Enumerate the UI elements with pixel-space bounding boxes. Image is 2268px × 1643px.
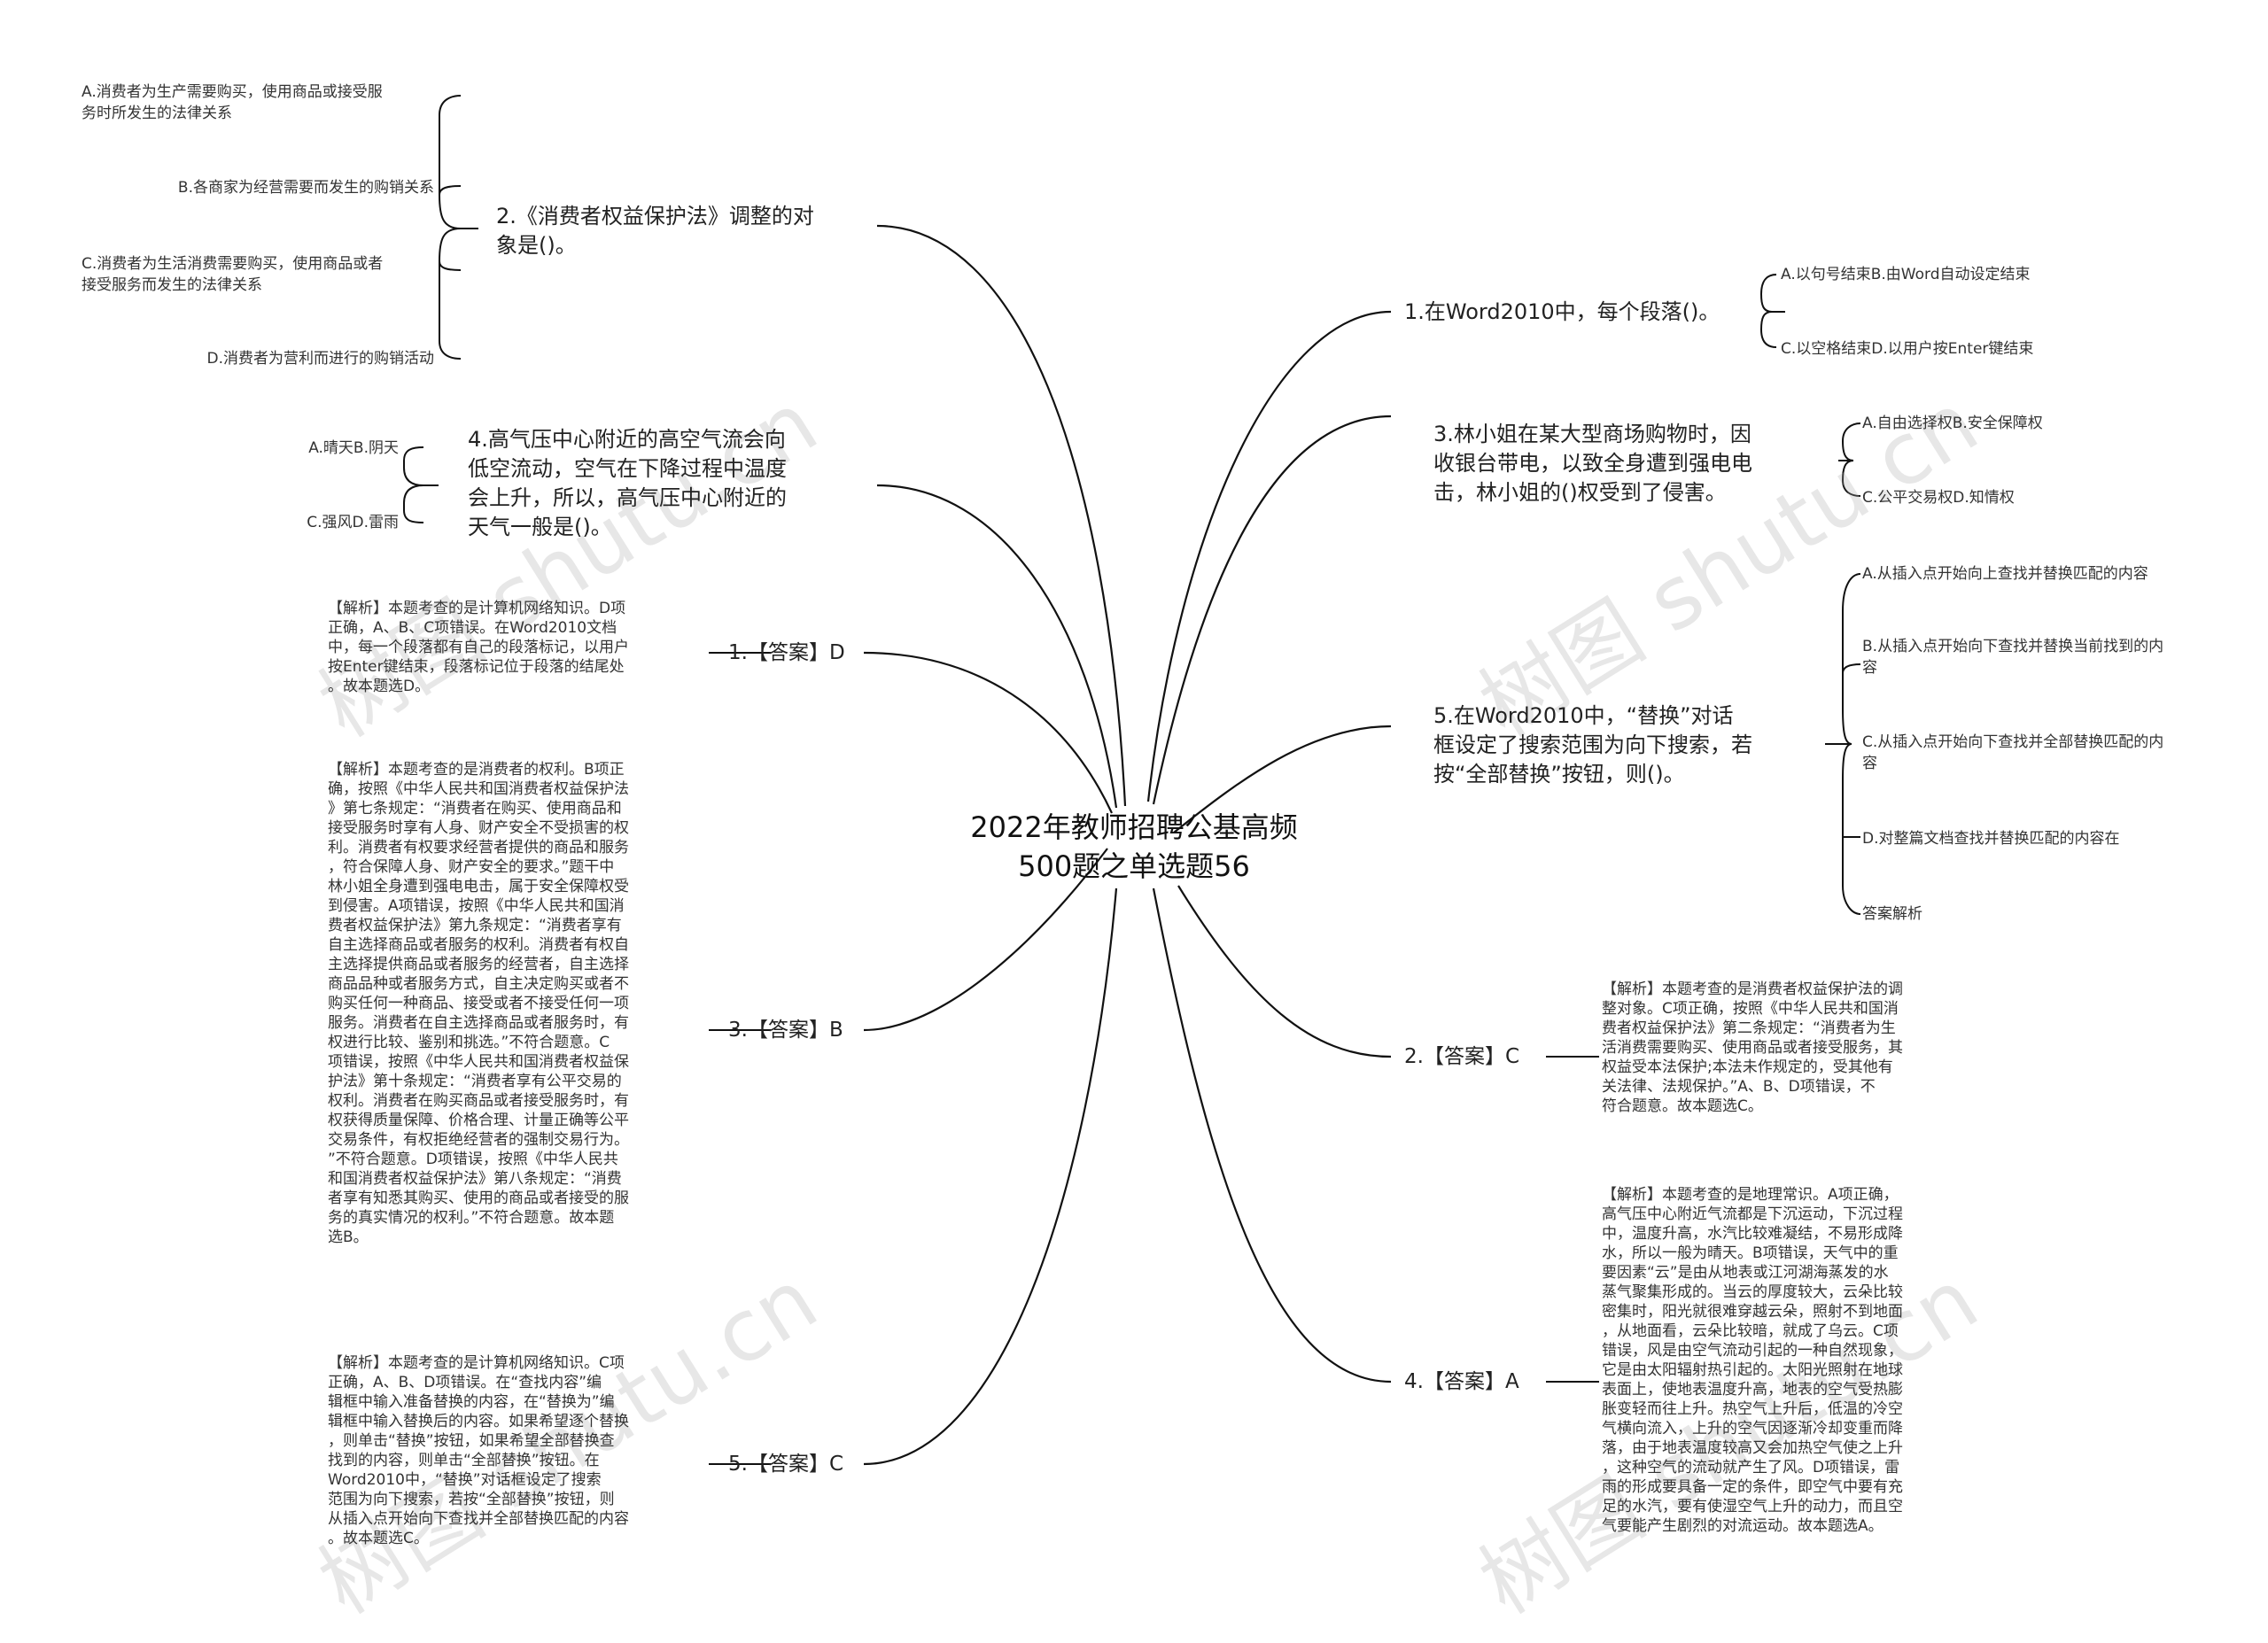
question-1[interactable]: 1.在Word2010中，每个段落()。 — [1404, 299, 1720, 324]
answer-4-explanation: 【解析】本题考查的是地理常识。A项正确， 高气压中心附近气流都是下沉运动，下沉过… — [1602, 1186, 1903, 1535]
q1-option-ab[interactable]: A.以句号结束B.由Word自动设定结束 — [1781, 266, 2031, 283]
q2-option-a[interactable]: A.消费者为生产需要购买，使用商品或接受服 务时所发生的法律关系 — [82, 83, 383, 122]
answer-2-explanation: 【解析】本题考查的是消费者权益保护法的调 整对象。C项正确，按照《中华人民共和国… — [1602, 980, 1903, 1115]
connector-q2 — [876, 224, 1127, 807]
q1-option-cd[interactable]: C.以空格结束D.以用户按Enter键结束 — [1781, 340, 2034, 358]
q5-option-b[interactable]: B.从插入点开始向下查找并替换当前找到的内 容 — [1862, 638, 2164, 677]
q4-option-cd[interactable]: C.强风D.雷雨 — [307, 514, 399, 531]
question-2[interactable]: 2.《消费者权益保护法》调整的对 象是()。 — [496, 204, 814, 258]
answer-5-explanation: 【解析】本题考查的是计算机网络知识。C项 正确，A、B、D项错误。在“查找内容”… — [328, 1354, 629, 1547]
answer-5[interactable]: 5.【答案】C — [728, 1453, 844, 1476]
q5-option-a[interactable]: A.从插入点开始向上查找并替换匹配的内容 — [1862, 565, 2148, 583]
answer-4[interactable]: 4.【答案】A — [1404, 1370, 1519, 1393]
question-3[interactable]: 3.林小姐在某大型商场购物时，因 收银台带电，以致全身遭到强电电 击，林小姐的(… — [1433, 422, 1752, 505]
bracket-q2 — [439, 95, 478, 360]
answer-1-explanation: 【解析】本题考查的是计算机网络知识。D项 正确，A、B、C项错误。在Word20… — [328, 600, 629, 695]
connector-a2 — [1177, 885, 1392, 1058]
q3-option-ab[interactable]: A.自由选择权B.安全保障权 — [1862, 415, 2043, 432]
bracket-q4 — [403, 446, 439, 523]
connector-q1 — [1146, 310, 1392, 802]
q4-option-ab[interactable]: A.晴天B.阴天 — [308, 439, 399, 457]
connector-q4 — [876, 484, 1118, 809]
answer-2[interactable]: 2.【答案】C — [1404, 1045, 1520, 1068]
connector-a4 — [1152, 887, 1392, 1383]
answer-3[interactable]: 3.【答案】B — [728, 1019, 843, 1042]
q5-option-d[interactable]: D.对整篇文档查找并替换匹配的内容在 — [1862, 830, 2120, 848]
answer-1[interactable]: 1.【答案】D — [728, 641, 845, 664]
question-5[interactable]: 5.在Word2010中，“替换”对话 框设定了搜索范围为向下搜索，若 按“全部… — [1433, 703, 1752, 787]
q3-option-cd[interactable]: C.公平交易权D.知情权 — [1862, 489, 2015, 507]
connector-q5 — [1173, 725, 1392, 833]
bracket-q3 — [1838, 422, 1861, 497]
q5-answer-analysis[interactable]: 答案解析 — [1862, 905, 1922, 923]
q5-option-c[interactable]: C.从插入点开始向下查找并全部替换匹配的内 容 — [1862, 733, 2164, 772]
connector-a3 — [863, 848, 1108, 1032]
connector-a1 — [863, 651, 1113, 814]
bracket-q5 — [1825, 573, 1861, 915]
q2-option-c[interactable]: C.消费者为生活消费需要购买，使用商品或者 接受服务而发生的法律关系 — [82, 255, 384, 294]
answer-3-explanation: 【解析】本题考查的是消费者的权利。B项正 确，按照《中华人民共和国消费者权益保护… — [328, 761, 629, 1246]
question-4[interactable]: 4.高气压中心附近的高空气流会向 低空流动，空气在下降过程中温度 会上升，所以，… — [468, 427, 787, 539]
q2-option-d[interactable]: D.消费者为营利而进行的购销活动 — [206, 350, 435, 368]
connector-q3 — [1152, 415, 1392, 805]
connector-a5 — [863, 887, 1118, 1466]
q2-option-b[interactable]: B.各商家为经营需要而发生的购销关系 — [177, 179, 434, 197]
root-topic[interactable]: 2022年教师招聘公基高频 500题之单选题56 — [970, 810, 1298, 883]
bracket-q1 — [1759, 274, 1785, 348]
